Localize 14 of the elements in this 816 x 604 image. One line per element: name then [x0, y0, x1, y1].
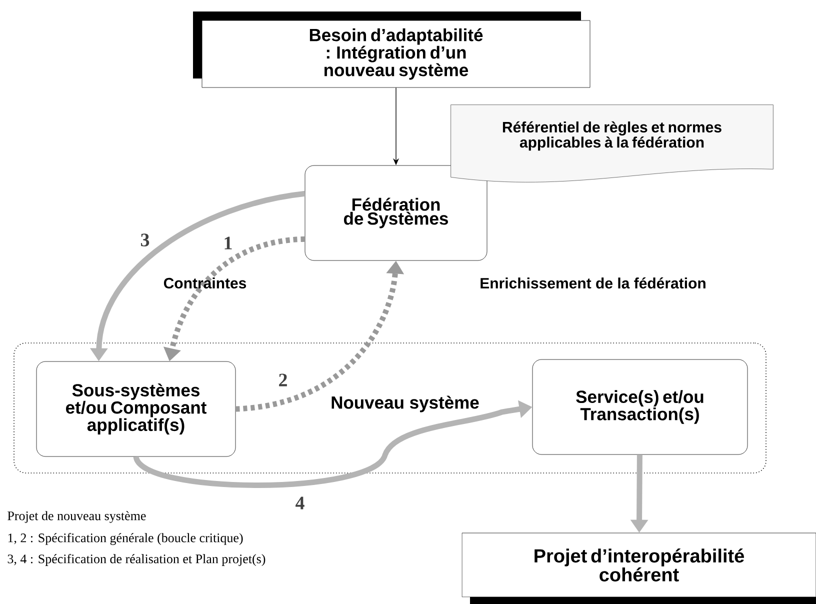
edge-label: 4 [294, 496, 306, 510]
note: Projet de nouveau système [8, 511, 146, 523]
process-box: Fédération de Systèmes [304, 165, 488, 261]
edge-label: 1 [222, 236, 234, 250]
note: 3, 4 : Spécification de réalisation et Plan projet(s) [8, 554, 266, 566]
heading-box: Besoin d’adaptabilité : Intégration d’un nouveau système [193, 12, 590, 88]
note: 1, 2 : Spécification générale (boucle critique) [8, 533, 243, 545]
annotation: Contraintes [164, 278, 246, 288]
result-box: Projet d’interopérabilité cohérent [462, 532, 816, 604]
edge-label: 3 [139, 232, 151, 248]
annotation: Enrichissement de la fédération [480, 277, 706, 289]
edge-label: 2 [277, 372, 289, 388]
process-box: Sous-systèmes et/ou Composant applicatif(s) [36, 361, 236, 457]
process-box: Service(s) et/ou Transaction(s) [532, 359, 748, 455]
